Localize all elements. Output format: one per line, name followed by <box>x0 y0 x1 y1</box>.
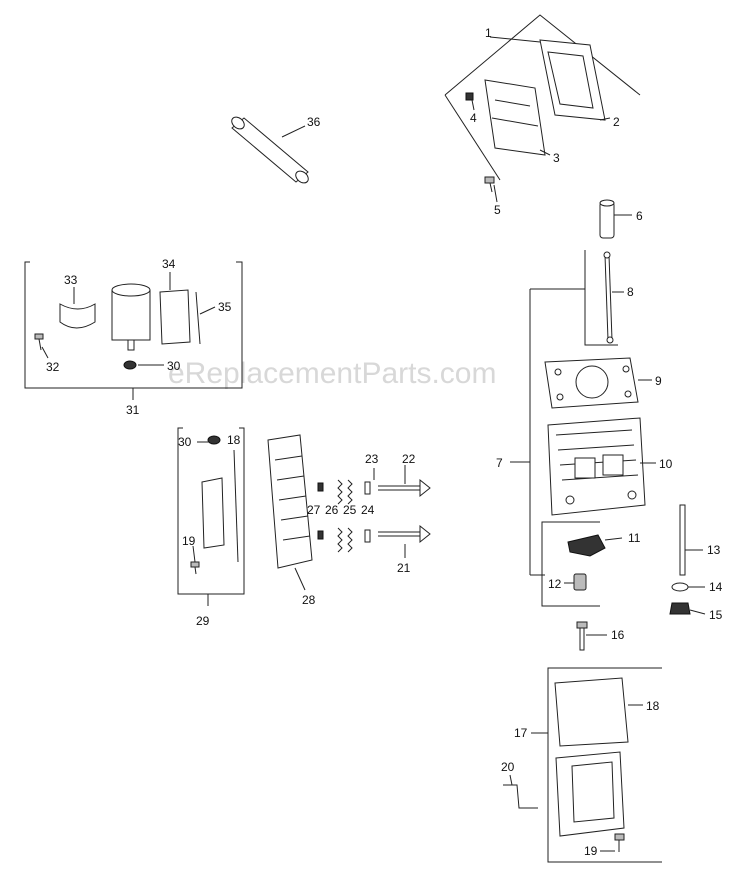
watermark: eReplacementParts.com <box>168 357 496 390</box>
callout-5: 5 <box>494 203 501 217</box>
callout-1: 1 <box>485 26 492 40</box>
callout-8: 8 <box>627 285 634 299</box>
push-rod-tube <box>599 199 615 239</box>
head-bolt <box>576 621 588 651</box>
cylinder-head <box>547 417 646 516</box>
stud-washer-nut <box>669 504 691 615</box>
callout-22: 22 <box>402 452 416 466</box>
callout-29: 29 <box>196 614 210 628</box>
callout-3: 3 <box>553 151 560 165</box>
callout-34: 34 <box>162 257 176 271</box>
callout-9: 9 <box>655 374 662 388</box>
breather-cover-bracket <box>177 427 245 606</box>
valve-cover-assembly <box>444 14 641 193</box>
callout-21: 21 <box>397 561 411 575</box>
callout-20: 20 <box>501 760 515 774</box>
callout-6: 6 <box>636 209 643 223</box>
callout-12: 12 <box>548 577 562 591</box>
callout-17: 17 <box>514 726 528 740</box>
callout-31: 31 <box>126 403 140 417</box>
callout-18-a: 18 <box>227 433 241 447</box>
callout-10: 10 <box>659 457 673 471</box>
rocker-group <box>541 521 606 607</box>
callout-14: 14 <box>709 580 723 594</box>
breather-kit-bracket <box>24 261 243 400</box>
callout-16: 16 <box>611 628 625 642</box>
callout-19-b: 19 <box>584 844 598 858</box>
callout-35: 35 <box>218 300 232 314</box>
head-side-view <box>267 434 431 569</box>
callout-7: 7 <box>496 456 503 470</box>
callout-24: 24 <box>361 503 375 517</box>
callout-33: 33 <box>64 273 78 287</box>
callout-2: 2 <box>613 115 620 129</box>
callout-19-a: 19 <box>182 534 196 548</box>
callout-26: 26 <box>325 503 339 517</box>
callout-32: 32 <box>46 360 60 374</box>
callout-15: 15 <box>709 608 723 622</box>
breather-tube <box>231 116 309 184</box>
valve-cover-kit-bracket <box>503 667 662 863</box>
callout-13: 13 <box>707 543 721 557</box>
callout-30-a: 30 <box>167 359 181 373</box>
callout-23: 23 <box>365 452 379 466</box>
callout-30-b: 30 <box>178 435 192 449</box>
callout-18-b: 18 <box>646 699 660 713</box>
callout-25: 25 <box>343 503 357 517</box>
push-rod <box>584 250 618 346</box>
callout-11: 11 <box>628 531 641 545</box>
callout-27: 27 <box>307 503 321 517</box>
callout-28: 28 <box>302 593 316 607</box>
head-gasket <box>544 357 639 409</box>
callout-36: 36 <box>307 115 321 129</box>
callout-4: 4 <box>470 111 477 125</box>
